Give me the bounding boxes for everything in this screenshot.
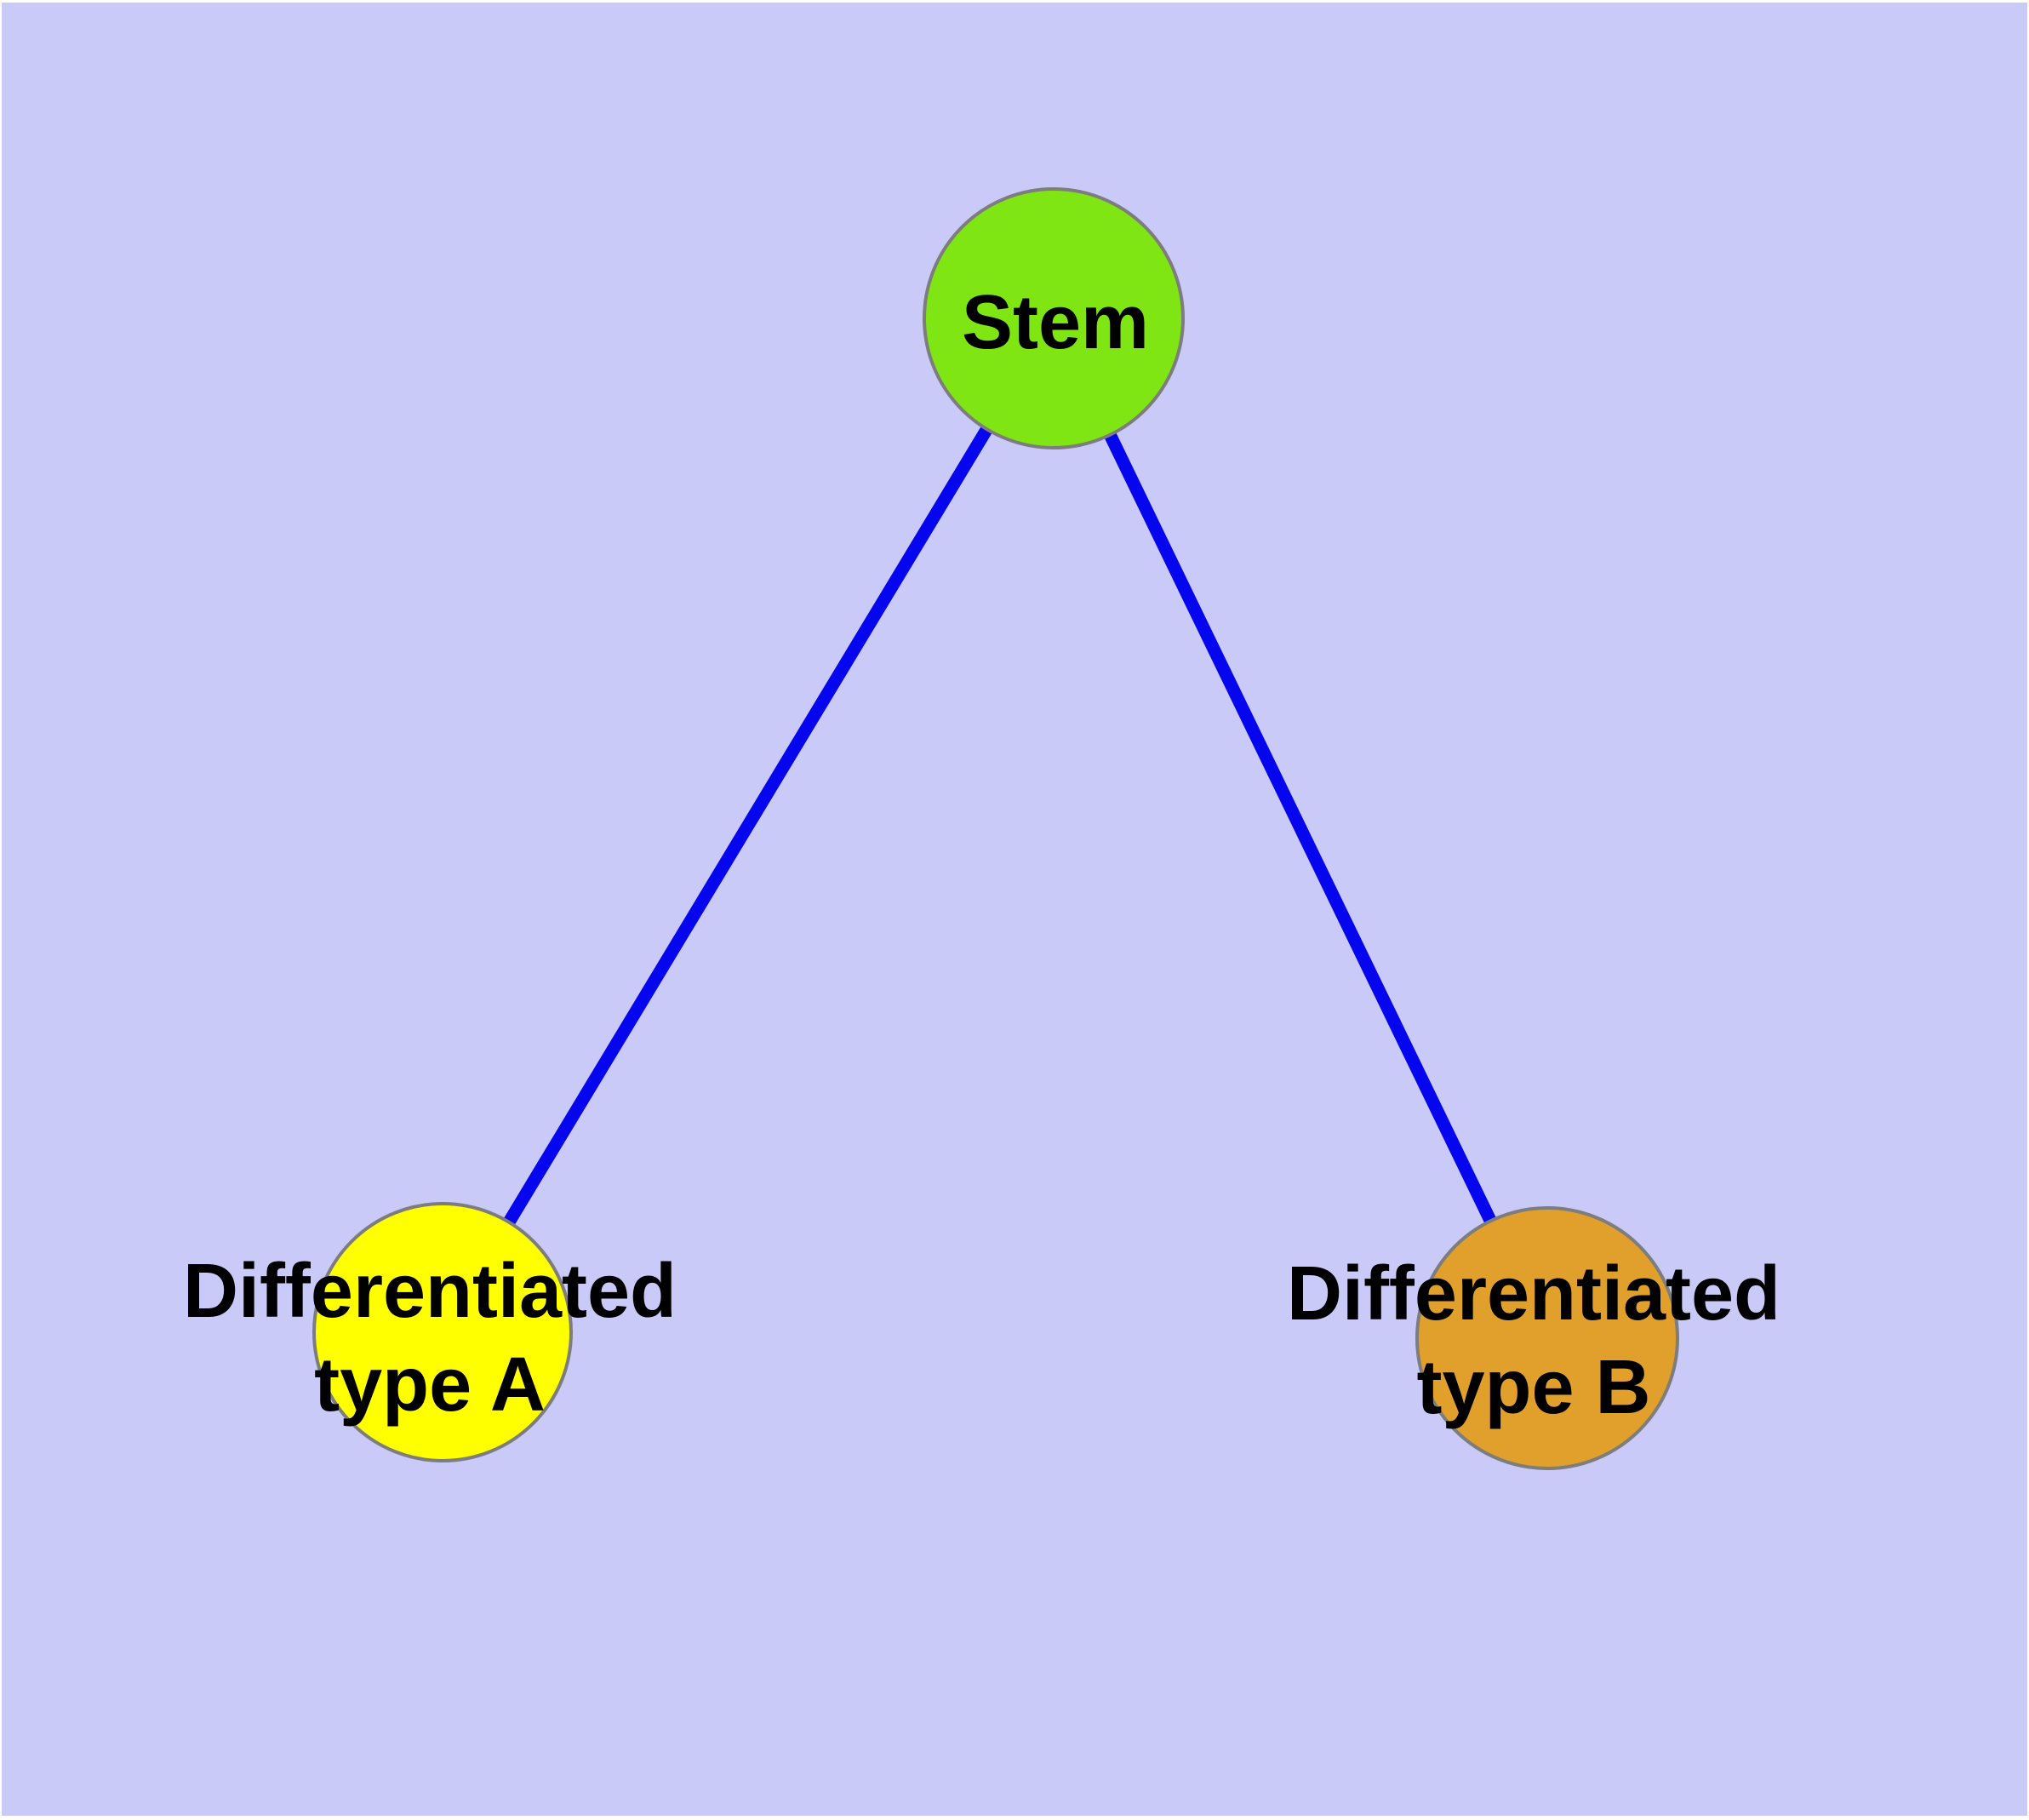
node-type-b-label-line-2: type B (1416, 1345, 1650, 1430)
node-differentiated-type-a (312, 1202, 573, 1462)
node-labels: Stem Differentiated type A Differentiate… (183, 280, 1780, 1430)
edges (437, 315, 1553, 1342)
node-stem-label: Stem (962, 280, 1149, 365)
edge-stem-to-type-b (1048, 315, 1553, 1342)
node-differentiated-type-b (1415, 1206, 1679, 1470)
node-type-b-label-line-1: Differentiated (1287, 1251, 1780, 1336)
node-stem (923, 187, 1185, 449)
node-type-a-label-line-1: Differentiated (183, 1249, 677, 1334)
node-type-a-label-line-2: type A (314, 1342, 546, 1428)
nodes (312, 187, 1679, 1470)
edge-stem-to-type-a (437, 315, 1060, 1336)
